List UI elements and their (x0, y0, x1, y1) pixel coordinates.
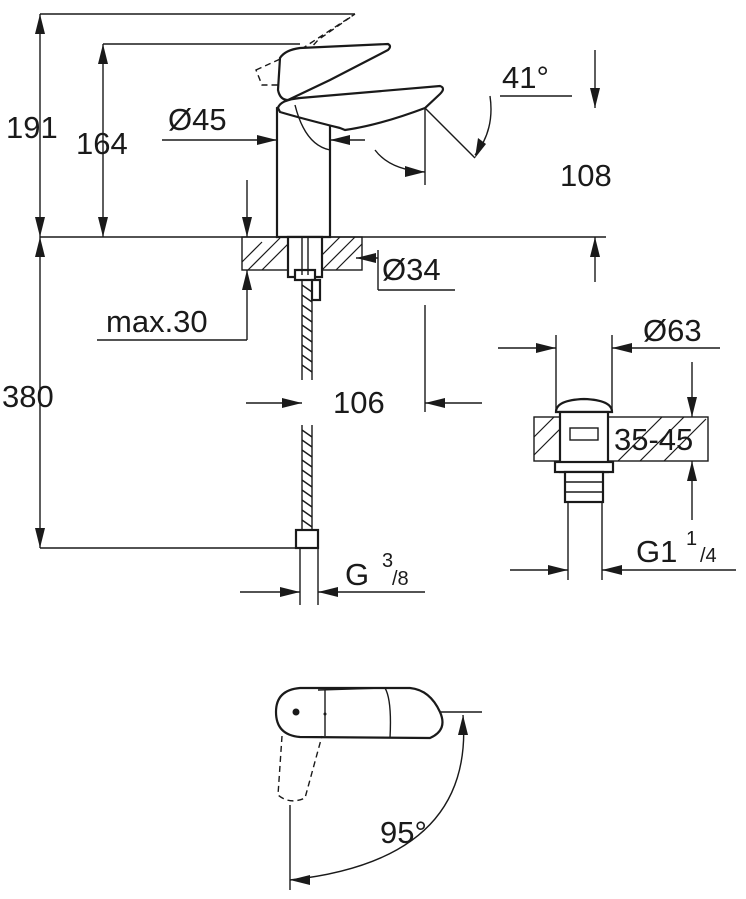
dimension-connection-thread (240, 587, 425, 597)
label-waste-thread-main: G1 (636, 534, 677, 569)
deck-section (241, 235, 363, 302)
faucet-top-view (274, 686, 444, 802)
faucet-body (255, 13, 445, 239)
label-spout-angle: 41° (502, 60, 549, 95)
label-max-deck-thickness: max.30 (106, 304, 208, 339)
dimension-spout-height (98, 43, 300, 237)
label-connection-thread-main: G (345, 557, 369, 592)
label-hole-diameter: Ø34 (382, 252, 441, 287)
dimension-body-diameter (162, 135, 365, 145)
dimension-below-deck-length (35, 237, 296, 549)
waste-valve (533, 335, 709, 580)
label-below-deck-length: 380 (2, 379, 54, 414)
braided-hose (294, 280, 320, 605)
label-spout-height: 164 (76, 126, 128, 161)
label-connection-thread-sub: /8 (392, 568, 409, 590)
dimension-waste-diameter (498, 343, 720, 353)
label-lever-rotation: 95° (380, 815, 427, 850)
dimension-waste-thread (510, 565, 736, 575)
dimension-total-height (35, 13, 355, 237)
dimension-max-deck-thickness (97, 180, 252, 341)
label-total-height: 191 (6, 110, 58, 145)
label-hole-to-spout: 106 (333, 385, 385, 420)
label-connection-thread-sup: 3 (382, 550, 393, 572)
dimension-lever-rotation (289, 711, 482, 890)
dimension-spout-reach (374, 108, 600, 282)
label-waste-thread-sub: /4 (700, 545, 717, 567)
dimension-hole-to-spout (246, 305, 482, 412)
label-waste-deck-range: 35-45 (614, 422, 693, 457)
label-waste-thread-sup: 1 (686, 528, 697, 550)
label-spout-reach: 108 (560, 158, 612, 193)
label-waste-diameter: Ø63 (643, 313, 702, 348)
dimension-spout-angle (424, 50, 600, 159)
dimension-waste-deck-range (687, 362, 697, 520)
label-body-diameter: Ø45 (168, 102, 227, 137)
dimension-hole-diameter (356, 250, 455, 291)
